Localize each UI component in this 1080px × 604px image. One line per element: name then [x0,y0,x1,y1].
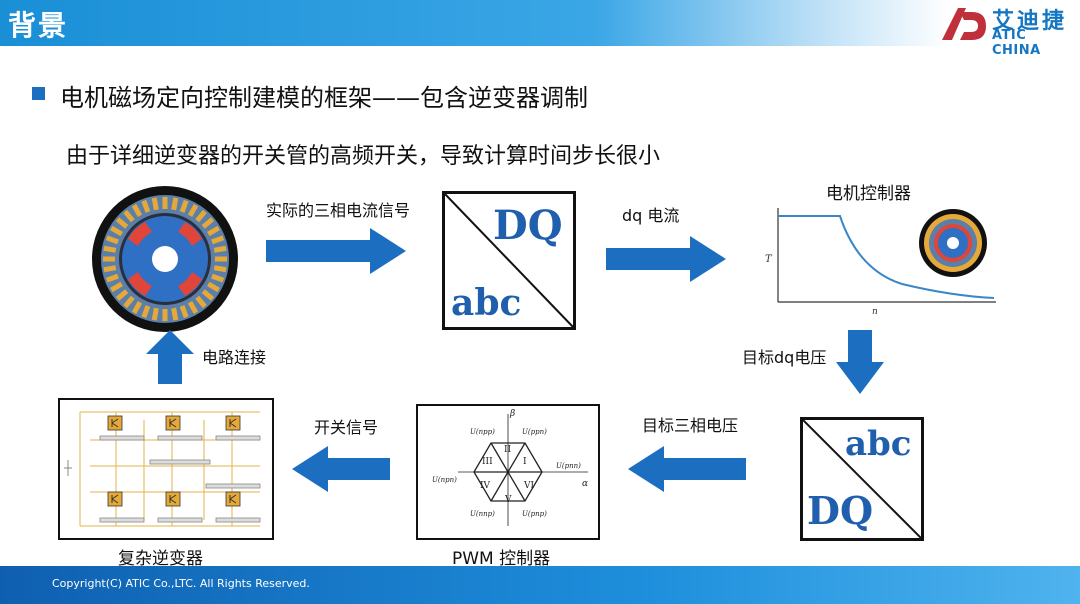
label-target-dq-voltage: 目标dq电压 [742,348,827,367]
stator-slot [103,265,117,273]
sector-label: VI [523,481,534,491]
stator-slot [213,245,227,253]
stator-slot [110,225,123,237]
stator-slot [115,217,129,229]
diagonal-line [445,194,573,327]
transform1-dq-text: DQ [493,202,563,249]
stator-slot [201,289,215,301]
slide-subheading: 由于详细逆变器的开关管的高频开关，导致计算时间步长很小 [66,144,661,169]
arrow-right-dq-current [606,236,726,282]
arrow-down-target-dq-voltage [836,330,884,394]
stator-slot [211,235,225,245]
stator-slot [151,197,159,211]
caption-pwm-controller: PWM 控制器 [452,549,551,569]
atic-logo-icon [942,8,986,40]
stator-slot [151,307,159,321]
space-vector-hexagon: β α I II III IV V VI U(npp) U(ppn) U(pnn… [432,409,588,526]
footer-bar [0,566,1080,604]
stator-slot [123,295,135,309]
stator-slot [187,301,199,314]
stator-slot [201,217,215,229]
sector-label: II [504,445,512,455]
footer-copyright: Copyright(C) ATIC Co.,LTC. All Rights Re… [52,577,310,590]
abc-to-dq-transform-block: DQ abc [442,191,576,330]
vector-label: U(pnp) [522,510,547,518]
stator-slot [207,225,220,237]
inverter-circuit-diagram [64,411,261,527]
arrow-up-circuit-connection [146,330,194,384]
stator-slot [171,307,179,321]
vector-label: U(ppn) [522,428,547,436]
inverter-schematic-block [58,398,274,540]
stator-slot [131,301,143,314]
arrow-left-target-three-phase-voltage [628,446,746,492]
stator-slot [213,265,227,273]
label-dq-current: dq 电流 [622,206,680,225]
slide-heading: 电机磁场定向控制建模的框架——包含逆变器调制 [60,84,588,112]
diagonal-line [803,420,921,538]
caption-motor-controller: 电机控制器 [826,184,911,204]
stator-slot [141,199,151,213]
svg-text:T: T [765,254,773,265]
stator-slot [207,281,220,293]
caption-complex-inverter: 复杂逆变器 [118,549,203,569]
stator-slot [179,199,189,213]
arrow-right-current-signal [266,228,406,274]
label-switching-signal: 开关信号 [314,418,379,437]
transform1-abc-text: abc [451,282,522,324]
label-target-three-phase-voltage: 目标三相电压 [642,416,739,435]
stator-slot [123,209,135,223]
stator-slot [187,204,199,217]
stator-slot [141,305,151,319]
stator-slot [179,305,189,319]
page-title: 背景 [8,9,69,42]
stator-slot [171,197,179,211]
vector-label: U(nnp) [470,510,495,518]
axis-beta-label: β [509,409,515,419]
stator-slot [103,245,117,253]
sector-label: I [523,457,527,467]
sector-label: IV [480,481,491,491]
stator-slots [103,197,227,321]
logo-chinese-text: 艾迪捷 [992,9,1068,34]
transform2-dq-text: DQ [807,488,874,533]
label-actual-three-phase-current: 实际的三相电流信号 [266,201,411,220]
vector-label: U(pnn) [556,462,581,470]
motor-small-icon [919,209,987,277]
transform2-abc-text: abc [845,424,912,464]
sector-label: III [482,457,493,467]
arrow-left-switching-signal [292,446,390,492]
pwm-controller-block: β α I II III IV V VI U(npp) U(ppn) U(pnn… [416,404,600,540]
stator-slot [211,273,225,283]
stator-slot [115,289,129,301]
stator-slot [195,295,207,309]
axis-alpha-label: α [582,479,588,489]
stator-slot [105,235,119,245]
logo-english-text: ATIC CHINA [992,28,1041,58]
stator-slot [110,281,123,293]
header-bar [0,0,1080,46]
stator-slot [105,273,119,283]
dq-to-abc-transform-block: abc DQ [800,417,924,541]
sector-label: V [504,495,512,505]
torque-speed-curve: T n [765,208,996,317]
label-circuit-connection: 电路连接 [202,348,267,367]
stator-slot [131,204,143,217]
motor-cross-section [92,186,238,332]
stator-slot [195,209,207,223]
vector-label: U(npn) [432,476,457,484]
bullet-square-icon [32,87,45,100]
svg-text:n: n [872,307,878,317]
vector-label: U(npp) [470,428,495,436]
